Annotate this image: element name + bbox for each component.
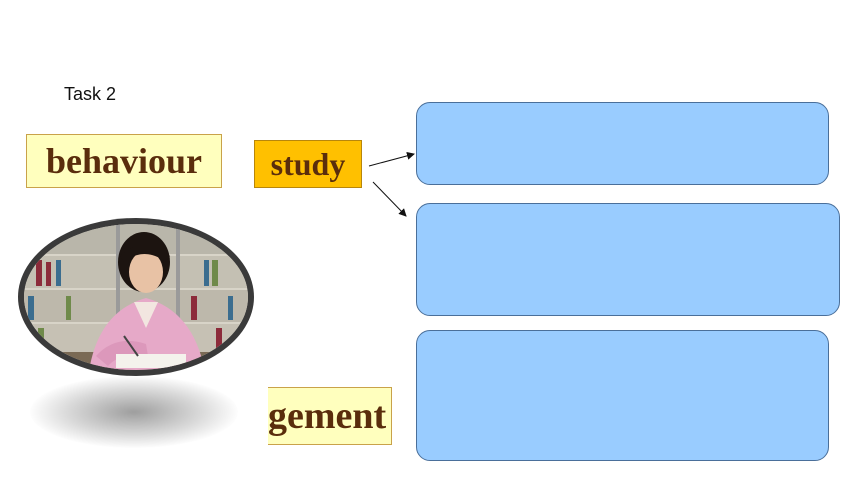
behaviour-word: behaviour xyxy=(45,141,203,181)
answer-box-2[interactable] xyxy=(416,203,840,316)
behaviour-word-box[interactable]: behaviour xyxy=(26,134,222,188)
answer-box-1[interactable] xyxy=(416,102,829,185)
student-studying-photo xyxy=(18,218,254,376)
study-word-box[interactable]: study xyxy=(254,140,362,188)
answer-box-3[interactable] xyxy=(416,330,829,461)
arrow-to-box-2 xyxy=(372,181,407,217)
management-word-box[interactable]: gement xyxy=(268,387,392,445)
photo-shadow xyxy=(30,376,238,448)
arrow-to-box-1 xyxy=(368,151,415,167)
management-word: gement xyxy=(268,395,387,437)
task-label: Task 2 xyxy=(64,84,117,104)
study-word: study xyxy=(270,145,346,182)
